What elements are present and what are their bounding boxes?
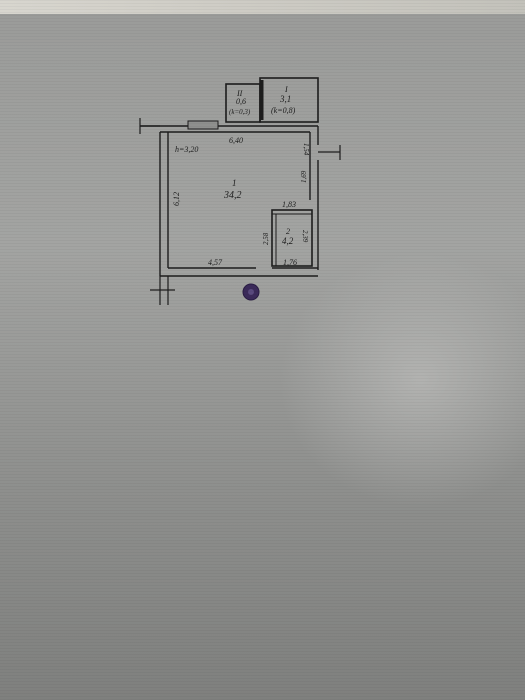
dim-bath-top: 1,83	[282, 200, 296, 209]
balcony-right	[259, 77, 319, 123]
outer-walls	[139, 118, 341, 305]
balcony-left-area: 0,6	[236, 97, 246, 106]
balcony-right-coef: (k=0,8)	[271, 106, 296, 115]
dim-right-upper: 1,54	[302, 143, 310, 156]
balcony-right-area: 3,1	[279, 94, 291, 104]
dim-top-width: 6,40	[229, 136, 243, 145]
bathroom-walls	[271, 209, 313, 267]
room-main-area: 34,2	[223, 190, 242, 201]
dim-right-middle: 1,69	[300, 170, 308, 183]
balcony-left-number: II	[236, 89, 243, 98]
balcony-right-outline	[259, 77, 319, 123]
dim-bath-wall: 2,58	[262, 232, 270, 245]
room-bath-area: 4,2	[282, 236, 294, 246]
dim-bottom-right: 1,76	[283, 258, 297, 267]
dim-bottom-left: 4,57	[208, 258, 223, 267]
paper-edge-strip	[0, 0, 525, 14]
balcony-left-coef: (k=0,3)	[229, 108, 251, 116]
room-bath-number: 2	[286, 227, 290, 236]
balcony-right-number: I	[284, 85, 288, 94]
dim-left-height: 6,12	[172, 192, 181, 206]
room-main-number: 1	[232, 178, 237, 188]
room-height: h=3,20	[175, 145, 198, 154]
dim-bath-height: 2,39	[301, 230, 309, 243]
